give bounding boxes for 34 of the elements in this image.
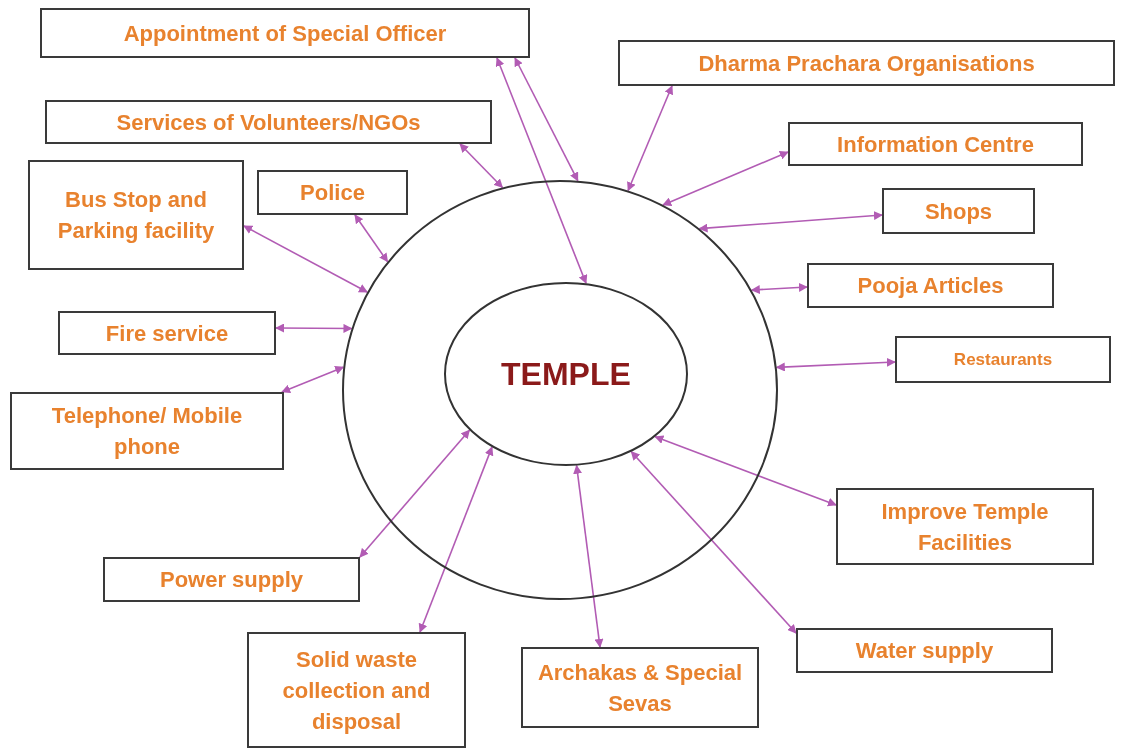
label-box: Appointment of Special Officer bbox=[40, 8, 530, 58]
label-box: Pooja Articles bbox=[807, 263, 1054, 308]
label-box: Power supply bbox=[103, 557, 360, 602]
double-arrow bbox=[630, 450, 797, 634]
double-arrow bbox=[514, 57, 579, 182]
double-arrow bbox=[354, 214, 389, 263]
double-arrow bbox=[775, 357, 896, 372]
label-box: Shops bbox=[882, 188, 1035, 234]
label-box: Dharma Prachara Organisations bbox=[618, 40, 1115, 86]
double-arrow bbox=[698, 211, 883, 233]
double-arrow bbox=[418, 446, 494, 633]
double-arrow bbox=[359, 429, 471, 558]
double-arrow bbox=[459, 143, 504, 189]
double-arrow bbox=[573, 464, 604, 648]
center-label: TEMPLE bbox=[501, 355, 631, 393]
label-box: Services of Volunteers/NGOs bbox=[45, 100, 492, 144]
double-arrow bbox=[662, 151, 789, 206]
label-box: Water supply bbox=[796, 628, 1053, 673]
label-box: Archakas & Special Sevas bbox=[521, 647, 759, 728]
double-arrow bbox=[654, 435, 837, 507]
label-box: Bus Stop and Parking facility bbox=[28, 160, 244, 270]
label-box: Improve Temple Facilities bbox=[836, 488, 1094, 565]
label-box: Telephone/ Mobile phone bbox=[10, 392, 284, 470]
double-arrow bbox=[281, 366, 345, 394]
double-arrow bbox=[495, 57, 588, 285]
label-box: Information Centre bbox=[788, 122, 1083, 166]
double-arrow bbox=[275, 323, 353, 333]
label-box: Fire service bbox=[58, 311, 276, 355]
label-box: Solid waste collection and disposal bbox=[247, 632, 466, 748]
label-box: Restaurants bbox=[895, 336, 1111, 383]
double-arrow bbox=[627, 85, 673, 192]
double-arrow bbox=[750, 282, 808, 295]
label-box: Police bbox=[257, 170, 408, 215]
double-arrow bbox=[243, 225, 368, 293]
